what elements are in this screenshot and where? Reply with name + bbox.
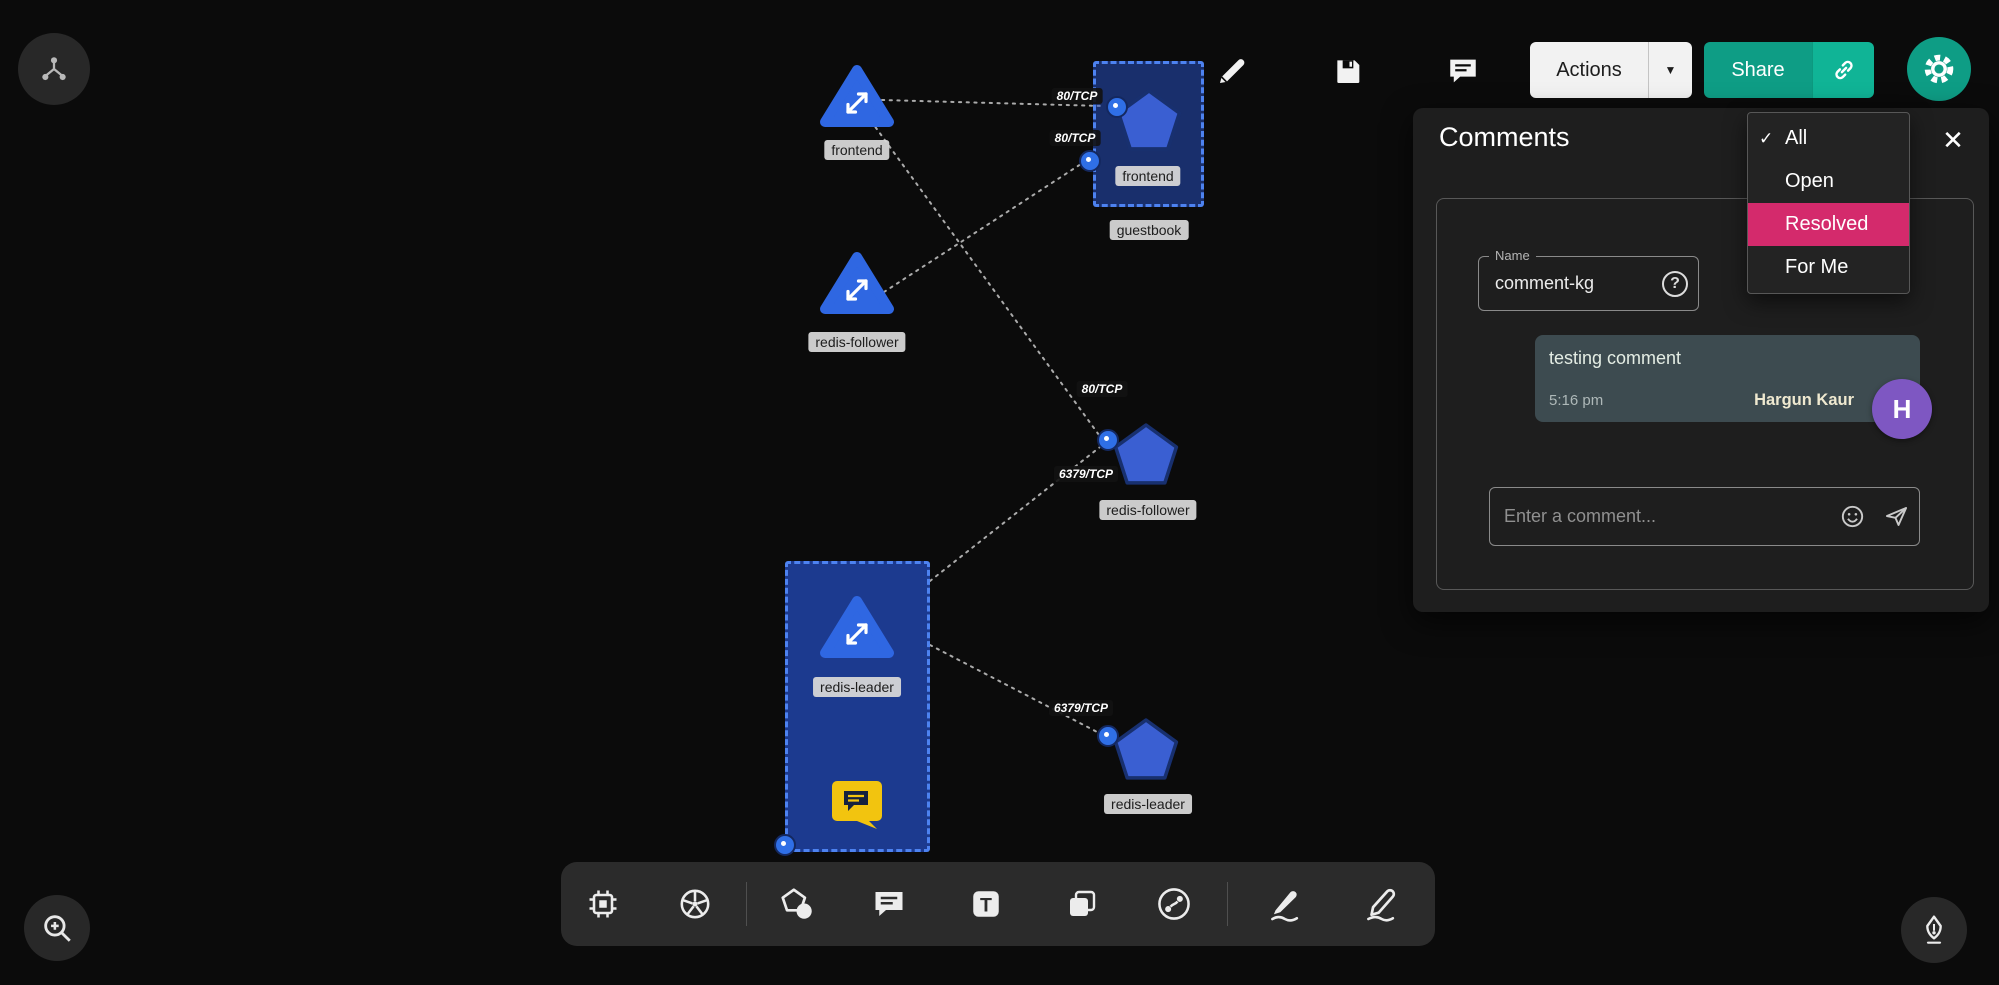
comments-filter-menu: ✓ All Open Resolved For Me: [1747, 112, 1910, 294]
actions-button[interactable]: Actions ▼: [1530, 42, 1692, 98]
zoom-button[interactable]: [24, 895, 90, 961]
canvas-comment-note-icon[interactable]: [829, 777, 885, 834]
filter-item-for-me[interactable]: For Me: [1785, 256, 1849, 278]
comment-card[interactable]: testing comment 5:16 pm Hargun Kaur: [1535, 335, 1920, 422]
pen-icon: [1271, 891, 1299, 922]
text-icon: T: [973, 891, 999, 917]
chevron-down-icon: ▼: [1664, 63, 1677, 77]
copy-link-button[interactable]: [1812, 42, 1874, 98]
share-label: Share: [1704, 42, 1812, 98]
service-node-frontend[interactable]: [819, 63, 895, 134]
share-button[interactable]: Share: [1704, 42, 1874, 98]
zoom-in-icon: [44, 915, 71, 942]
settings-button[interactable]: [1907, 37, 1971, 101]
card-icon: [1070, 890, 1096, 916]
comment-icon: [1450, 59, 1476, 83]
node-label: redis-follower: [1099, 500, 1197, 520]
filter-item-all[interactable]: ✓ All: [1748, 117, 1909, 160]
kubernetes-tool-button[interactable]: [669, 878, 721, 930]
gear-icon: [1924, 54, 1954, 84]
comment-timestamp: 5:16 pm: [1549, 392, 1604, 409]
workload-node-frontend[interactable]: [1114, 87, 1184, 160]
service-node-redis-leader[interactable]: [819, 594, 895, 665]
comment-input-row: [1489, 487, 1920, 546]
toolbar-divider: [746, 882, 747, 926]
infrastructure-tool-button[interactable]: [577, 878, 629, 930]
close-icon: ✕: [1942, 124, 1964, 155]
filter-item-resolved[interactable]: Resolved: [1748, 203, 1909, 246]
node-label: frontend: [824, 140, 890, 160]
close-panel-button[interactable]: ✕: [1935, 122, 1971, 158]
comment-icon: [875, 892, 903, 916]
emoji-button[interactable]: [1831, 503, 1873, 530]
edge-label: 6379/TCP: [1048, 700, 1114, 716]
endpoint-circle[interactable]: [774, 834, 796, 856]
hierarchy-button[interactable]: [18, 33, 90, 105]
workload-node-redis-follower[interactable]: [1111, 421, 1181, 494]
pen-nib-icon: [1926, 915, 1942, 944]
highlighter-tool-button[interactable]: [1355, 878, 1407, 930]
comment-text: testing comment: [1549, 348, 1682, 368]
hierarchy-icon: [42, 57, 66, 81]
endpoint-circle[interactable]: [1079, 150, 1101, 172]
comments-panel-body: Name ? testing comment 5:16 pm Hargun Ka…: [1436, 198, 1974, 590]
filter-item-open[interactable]: Open: [1785, 170, 1834, 192]
pen-tool-button[interactable]: [1259, 878, 1311, 930]
edge-label: 80/TCP: [1076, 381, 1128, 397]
actions-label: Actions: [1556, 58, 1622, 81]
comment-tool-button[interactable]: [863, 878, 915, 930]
help-icon[interactable]: ?: [1662, 271, 1688, 297]
avatar: H: [1872, 379, 1932, 439]
check-icon: ✓: [1759, 129, 1774, 148]
edge-label: 6379/TCP: [1053, 466, 1119, 482]
comment-author: Hargun Kaur: [1754, 391, 1854, 409]
chip-icon: [589, 890, 617, 918]
name-field-label: Name: [1489, 248, 1536, 263]
pencil-icon: [1220, 59, 1245, 83]
highlighter-icon: [1367, 888, 1396, 922]
edge-label: 80/TCP: [1051, 88, 1103, 104]
card-tool-button[interactable]: [1056, 878, 1108, 930]
emoji-icon: [1841, 505, 1863, 528]
node-label: frontend: [1115, 166, 1181, 186]
text-tool-glyph: T: [980, 895, 992, 917]
send-icon: [1885, 506, 1907, 527]
node-label: redis-follower: [808, 332, 906, 352]
comments-panel: Comments ✕ Name ? testing comment 5:16 p…: [1413, 108, 1989, 612]
panel-title: Comments: [1439, 122, 1570, 152]
text-tool-button[interactable]: T: [960, 878, 1012, 930]
connector-icon: [1158, 888, 1190, 920]
save-button[interactable]: [1322, 45, 1374, 97]
comment-name-field[interactable]: Name ?: [1478, 248, 1699, 311]
link-icon: [1834, 60, 1853, 80]
node-label: redis-leader: [1104, 794, 1192, 814]
save-icon: [1337, 60, 1360, 83]
bottom-toolbar: T: [561, 862, 1435, 946]
toolbar-divider: [1227, 882, 1228, 926]
draw-mode-button[interactable]: [1901, 897, 1967, 963]
kubernetes-icon: [680, 889, 710, 919]
comments-toggle-button[interactable]: [1437, 45, 1489, 97]
edit-button[interactable]: [1206, 45, 1258, 97]
edge-label: 80/TCP: [1049, 130, 1101, 146]
shapes-tool-button[interactable]: [771, 878, 823, 930]
name-input[interactable]: [1479, 273, 1629, 294]
connector-tool-button[interactable]: [1148, 878, 1200, 930]
endpoint-circle[interactable]: [1097, 725, 1119, 747]
endpoint-circle[interactable]: [1097, 429, 1119, 451]
workload-node-redis-leader[interactable]: [1111, 716, 1181, 789]
service-node-redis-follower[interactable]: [819, 250, 895, 321]
actions-dropdown-toggle[interactable]: ▼: [1648, 42, 1692, 98]
node-label: guestbook: [1109, 220, 1189, 240]
shapes-icon: [781, 888, 812, 919]
endpoint-circle[interactable]: [1106, 96, 1128, 118]
comment-input[interactable]: [1490, 506, 1831, 527]
send-button[interactable]: [1873, 503, 1919, 530]
node-label: redis-leader: [813, 677, 901, 697]
